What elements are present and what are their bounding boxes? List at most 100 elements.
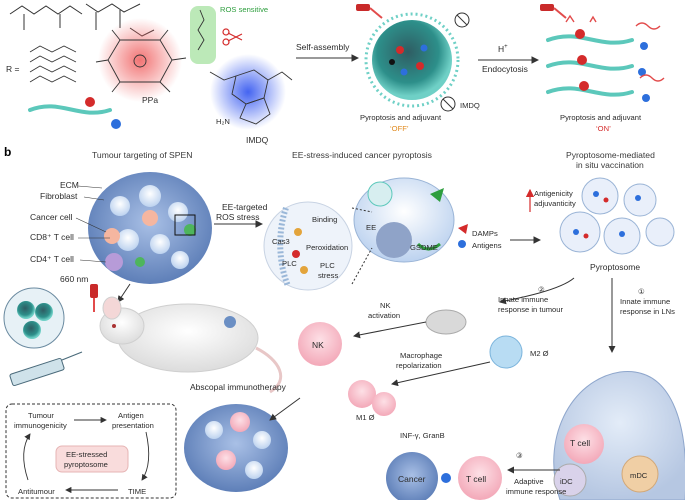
macrophage-line1: Macrophage (400, 351, 442, 360)
loop-tumour-line2: immunogenicity (14, 421, 67, 430)
peroxidation-label: Peroxidation (306, 243, 348, 252)
cancer-cell-label: Cancer cell (30, 212, 73, 222)
nk-cell (298, 322, 342, 366)
distant-tumour (184, 404, 288, 492)
damps-icon (458, 224, 468, 234)
ros-sensitive-label: ROS sensitive (220, 5, 268, 14)
tumour-to-mouse-arrow (117, 283, 131, 303)
imdq-release-label: IMDQ (460, 101, 480, 110)
spen-nanoparticle (364, 12, 460, 108)
ee-label: EE (366, 223, 376, 232)
step1-label: ① (638, 287, 645, 296)
loop-center-line1: EE-stressed (66, 450, 107, 459)
cancer-label: Cancer (398, 474, 426, 484)
ppa-label: PPa (142, 95, 158, 105)
m2-macrophage (489, 335, 523, 369)
on-caption-line1: Pyroptosis and adjuvant (560, 113, 642, 122)
plc-label: PLC (282, 259, 297, 268)
lymph-node (553, 371, 685, 500)
idc-label: iDC (560, 477, 573, 486)
syringe-icon (9, 351, 83, 387)
damps-label: DAMPs (472, 229, 498, 238)
ee-stress-title: EE-stress-induced cancer pyroptosis (292, 150, 432, 160)
antigen-icon (458, 240, 466, 248)
imdq-label: IMDQ (246, 135, 269, 145)
h-plus-label: H+ (498, 44, 508, 54)
nanoparticle-zoom (3, 287, 65, 349)
laser-660-icon (90, 284, 98, 312)
imdq-structure (209, 69, 293, 125)
ros-burst-icons (565, 14, 665, 82)
polymer-structure (9, 3, 155, 83)
r-group-label: R = (6, 64, 20, 74)
loop-antitumour: Antitumour (18, 487, 55, 496)
loop-arrows (23, 416, 150, 494)
nk-precursor-cell (425, 309, 467, 335)
cancer-t-cell-interaction (386, 452, 502, 500)
ee-targeted-line2: ROS stress (216, 212, 259, 222)
loop-time: TIME (128, 487, 146, 496)
panel-b-label: b (4, 145, 11, 159)
pyroptosome-title-line1: Pyroptosome-mediated (566, 150, 655, 160)
nk-cell-label: NK (312, 340, 324, 350)
innate-tumour-line2: response in tumour (498, 305, 563, 314)
step3-label: ③ (516, 451, 523, 460)
endocytosis-label: Endocytosis (482, 64, 528, 74)
abscopal-label: Abscopal immunotherapy (190, 382, 287, 392)
laser-icon-on (540, 4, 567, 19)
tumour-targeting-title: Tumour targeting of SPEN (92, 150, 192, 160)
plc-stress-line1: PLC (320, 261, 335, 270)
scissors-icon (222, 28, 243, 46)
macrophage-line2: repolarization (396, 361, 442, 370)
on-caption-line2: ‘ON’ (596, 124, 611, 133)
on-state-ribbons (546, 29, 650, 102)
innate-ln-line1: Innate immune (620, 297, 670, 306)
m1-macrophages (348, 380, 396, 416)
innate-tumour-arrow (499, 277, 575, 305)
pyroptosome-label: Pyroptosome (590, 262, 640, 272)
adaptive-line1: Adaptive (514, 477, 544, 486)
t-cell-ln-label: T cell (570, 438, 590, 448)
loop-center-box (55, 445, 129, 473)
plc-stress-line2: stress (318, 271, 338, 280)
fibroblast-label: Fibroblast (40, 191, 78, 201)
mdc-label: mDC (630, 471, 648, 480)
off-caption-line1: Pyroptosis and adjuvant (360, 113, 442, 122)
innate-ln-line2: response in LNs (620, 307, 675, 316)
m1-label: M1 Ø (356, 413, 375, 422)
pyroptosome-vesicles (559, 177, 675, 255)
nk-activation-line1: NK (380, 301, 391, 310)
cd4-label: CD4⁺ T cell (30, 254, 74, 264)
wavelength-label: 660 nm (60, 274, 88, 284)
imdq-glow (210, 54, 286, 130)
no-pyroptosis-icon (454, 12, 470, 28)
adjuvanticity-label: adjuvanticity (534, 199, 576, 208)
repolarization-arrow (391, 361, 491, 387)
tumour-leader-lines (75, 185, 110, 263)
m2-label: M2 Ø (530, 349, 549, 358)
ppa-porphyrin-structure (95, 29, 187, 93)
adaptive-line2: immune response (506, 487, 566, 496)
nk-activation-line2: activation (368, 311, 400, 320)
ecm-label: ECM (60, 180, 79, 190)
step2-label: ② (538, 285, 545, 294)
ppa-bead (85, 97, 95, 107)
cd8-label: CD8⁺ T cell (30, 232, 74, 242)
loop-antigen-line1: Antigen (118, 411, 144, 420)
antigenicity-label: Antigenicity (534, 189, 573, 198)
antigens-label: Antigens (472, 241, 502, 250)
ee-membrane-zoom (263, 201, 353, 291)
feedback-loop-box (5, 403, 177, 499)
t-cell-label: T cell (466, 474, 486, 484)
laser-icon (356, 4, 383, 19)
no-release-icon (440, 96, 456, 112)
innate-tumour-line1: Innate immune (498, 295, 548, 304)
loop-center-line2: pyroptosome (64, 460, 108, 469)
loop-antigen-line2: presentation (112, 421, 154, 430)
loop-tumour-line1: Tumour (28, 411, 54, 420)
tumour-mass (88, 172, 212, 284)
pyroptotic-cancer-cell (353, 177, 455, 263)
inf-label: INF-γ, GranB (400, 431, 445, 440)
ee-targeted-line1: EE-targeted (222, 202, 268, 212)
